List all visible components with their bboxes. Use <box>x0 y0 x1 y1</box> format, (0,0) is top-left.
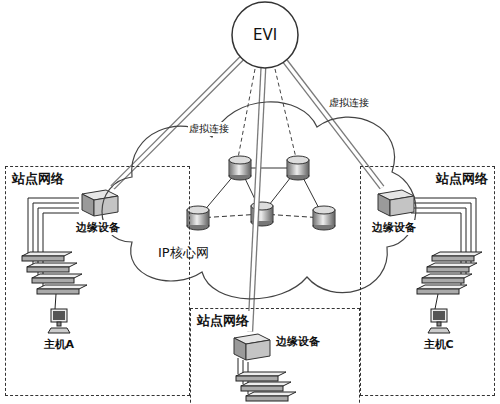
switch-symbol <box>37 289 79 294</box>
cloud-outline <box>92 92 422 307</box>
access-wire <box>55 294 56 309</box>
edge-device-icon <box>76 188 120 218</box>
router-top <box>313 206 335 214</box>
tunnel-outer <box>250 68 263 332</box>
link-label: 虚拟连接 <box>188 122 230 136</box>
virtual-link-line <box>238 69 255 158</box>
keyboard <box>428 328 450 333</box>
node-label: IP核心网 <box>158 244 209 262</box>
monitor-stand <box>437 322 441 326</box>
tunnel-inner <box>250 68 263 332</box>
router-top <box>287 156 309 164</box>
switch-symbol <box>32 278 74 283</box>
router-symbol <box>187 206 209 230</box>
edge-device: 边缘设备 <box>368 188 420 237</box>
site-title: 站点网络 <box>9 169 67 189</box>
router-top <box>229 156 251 164</box>
site-network-box: 站点网络边缘设备主机C <box>360 166 495 396</box>
switch-symbol <box>22 256 64 261</box>
circle-outline <box>232 2 298 68</box>
site-network-box: 站点网络边缘设备 <box>190 308 360 404</box>
access-wire <box>238 358 239 374</box>
virtual-link-line <box>275 69 296 158</box>
edge-device: 边缘设备 <box>72 188 124 237</box>
link-label: 虚拟连接 <box>328 96 370 110</box>
tunnel-outer <box>285 61 382 187</box>
site-title: 站点网络 <box>433 169 491 189</box>
switch-symbol <box>432 252 482 256</box>
switch-symbol <box>37 285 87 289</box>
switch-symbol <box>417 285 467 289</box>
device-side <box>82 194 94 216</box>
switch-symbol <box>241 382 291 386</box>
access-wire <box>28 198 79 254</box>
node-label: 边缘设备 <box>75 220 121 235</box>
edge-device-icon <box>372 188 416 218</box>
switch-symbol <box>27 267 69 272</box>
label-holder: 虚拟连接 <box>328 96 370 110</box>
router-top <box>187 206 209 214</box>
switch-symbol <box>236 376 278 381</box>
edge-device-icon <box>228 332 272 362</box>
access-wire <box>435 294 438 309</box>
monitor-frame <box>431 309 447 322</box>
host-icon <box>427 308 451 335</box>
host-computer: 主机A <box>40 308 79 354</box>
switch-symbol <box>427 267 469 272</box>
monitor-frame <box>51 309 67 322</box>
switch-symbol <box>241 386 283 391</box>
switch-symbol <box>432 256 474 261</box>
switch-symbol <box>246 396 288 401</box>
tunnel-connector <box>250 68 263 332</box>
device-front <box>390 196 414 216</box>
site-network-box: 站点网络边缘设备主机A <box>5 166 190 396</box>
switch-symbol <box>236 372 286 376</box>
device-side <box>234 338 246 360</box>
edge-device: 边缘设备 <box>228 332 324 362</box>
switch-symbol <box>246 392 296 396</box>
host-computer: 主机C <box>420 308 458 354</box>
ip-core-cloud: IP核心网 <box>92 92 422 307</box>
device-side <box>378 194 390 216</box>
site-title: 站点网络 <box>194 311 252 331</box>
keyboard <box>48 328 70 333</box>
node-label: EVI <box>253 26 277 44</box>
device-front <box>94 196 118 216</box>
switch-symbol <box>22 252 72 256</box>
node-label: 主机A <box>43 337 76 352</box>
evi-circle: EVI <box>231 1 299 69</box>
device-front <box>246 340 270 360</box>
node-label: 边缘设备 <box>371 220 417 235</box>
switch-symbol <box>32 274 82 278</box>
tunnel-connector <box>285 61 382 187</box>
cloud-outline <box>102 102 416 299</box>
router-symbol <box>313 206 335 230</box>
router-symbol <box>229 156 251 180</box>
node-label: 主机C <box>423 337 455 352</box>
monitor-stand <box>57 322 61 326</box>
switch-symbol <box>417 289 459 294</box>
node-label: 边缘设备 <box>275 334 321 349</box>
label-holder: 虚拟连接 <box>188 122 230 136</box>
switch-symbol <box>427 263 477 267</box>
switch-symbol <box>422 278 464 283</box>
monitor-screen <box>53 311 65 320</box>
switch-symbol <box>27 263 77 267</box>
router-symbol <box>287 156 309 180</box>
host-icon <box>47 308 71 335</box>
monitor-screen <box>433 311 445 320</box>
switch-symbol <box>422 274 472 278</box>
tunnel-inner <box>285 61 382 187</box>
